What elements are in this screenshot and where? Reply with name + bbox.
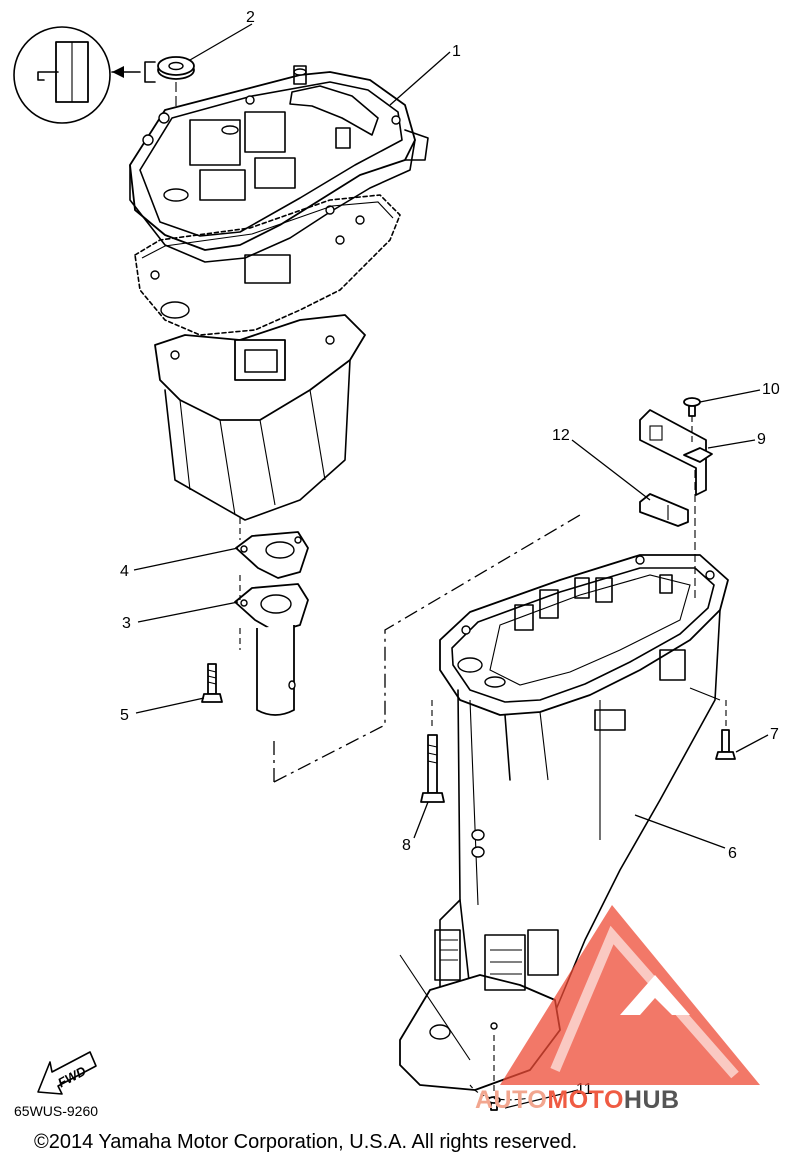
alignment-line — [273, 514, 581, 783]
part-3-exhaust-guide — [234, 575, 309, 716]
watermark-hub: HUB — [624, 1086, 680, 1114]
diagram-code: 65WUS-9260 — [14, 1103, 98, 1119]
callout-7: 7 — [770, 726, 779, 743]
callout-12: 12 — [552, 427, 570, 444]
callout-5: 5 — [120, 707, 129, 724]
part-8-bolt — [420, 700, 445, 803]
part-11-screw — [469, 1035, 531, 1111]
leader-lines — [133, 23, 769, 1109]
part-5-bolt — [201, 663, 223, 703]
part-9-bracket — [639, 409, 713, 600]
svg-text:AUTOMOTOHUB: AUTOMOTOHUB — [475, 1086, 680, 1114]
callout-10: 10 — [762, 381, 780, 398]
watermark-auto: AUTO — [475, 1086, 547, 1114]
callout-9: 9 — [757, 431, 766, 448]
gasket — [134, 194, 401, 336]
part-7-bolt — [689, 687, 736, 760]
copyright-notice: ©2014 Yamaha Motor Corporation, U.S.A. A… — [34, 1131, 577, 1153]
part-4-gasket-plate — [235, 531, 309, 579]
part-12-plate — [639, 493, 689, 527]
callout-1: 1 — [452, 43, 461, 60]
callout-2: 2 — [246, 9, 255, 26]
callout-4: 4 — [120, 563, 129, 580]
callout-6: 6 — [728, 845, 737, 862]
oil-pan — [154, 314, 366, 540]
part-1-upper-casing — [129, 65, 429, 263]
callout-8: 8 — [402, 837, 411, 854]
detail-inset — [13, 26, 156, 124]
callout-11: 11 — [576, 1081, 593, 1098]
fwd-arrow-icon: FWD — [37, 1051, 97, 1095]
watermark-logo: AUTOMOTOHUB — [475, 905, 760, 1114]
watermark-moto: MOTO — [547, 1086, 624, 1114]
callout-3: 3 — [122, 615, 131, 632]
